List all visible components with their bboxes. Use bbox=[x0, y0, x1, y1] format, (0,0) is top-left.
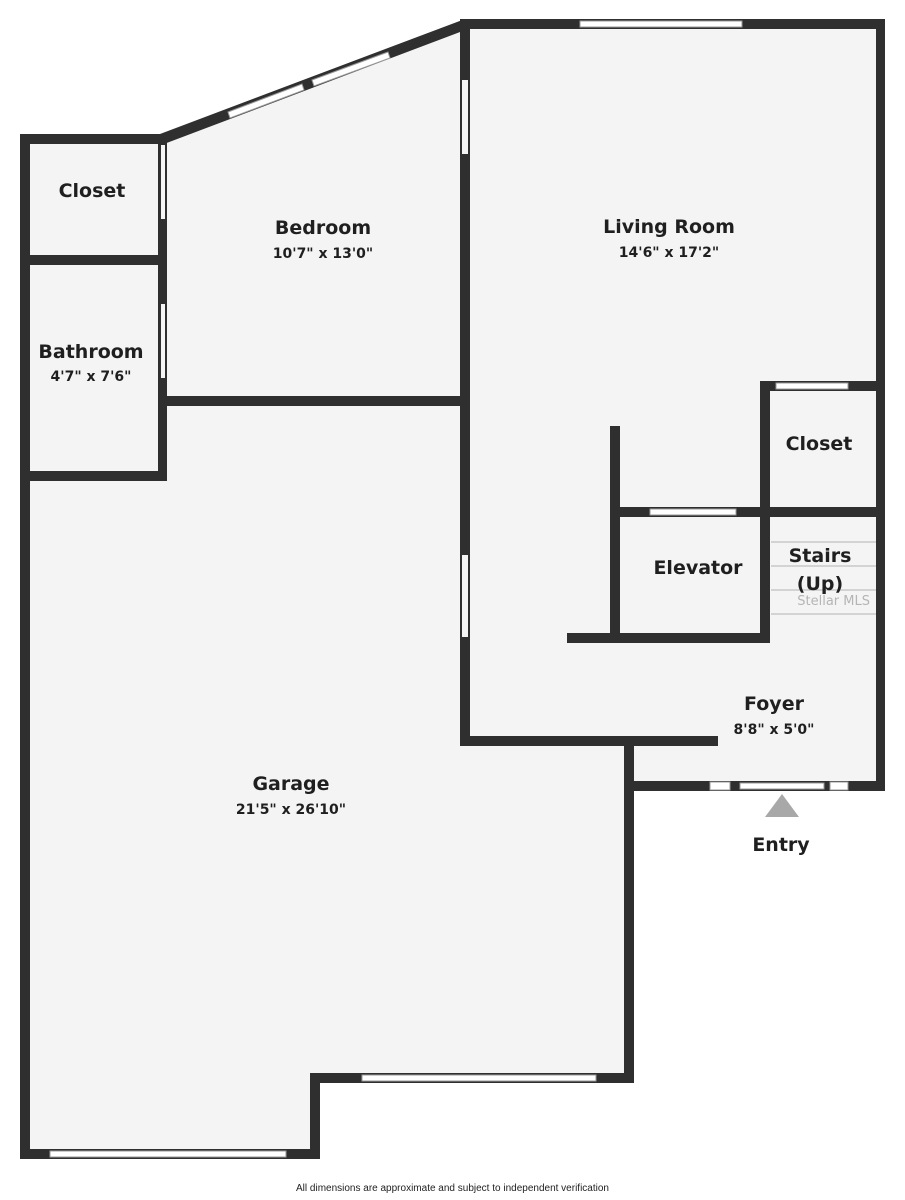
floor-fills bbox=[22, 25, 880, 1152]
bedroom-label: Bedroom bbox=[275, 217, 371, 239]
window-bedroom-2 bbox=[311, 51, 391, 87]
opening-living-lower bbox=[462, 555, 468, 637]
living-room-label: Living Room bbox=[603, 216, 735, 238]
bathroom-dimensions: 4'7" x 7'6" bbox=[51, 369, 132, 385]
windows bbox=[49, 20, 849, 1158]
watermark: Stellar MLS bbox=[797, 594, 870, 609]
garage-dimensions: 21'5" x 26'10" bbox=[236, 802, 346, 818]
entry-sidelight-right bbox=[829, 781, 849, 791]
entry-arrow-icon bbox=[765, 794, 799, 817]
entry-door bbox=[739, 782, 825, 790]
garage-label: Garage bbox=[252, 773, 329, 795]
window-bedroom-1 bbox=[227, 83, 305, 119]
window-garage-bottom-left bbox=[49, 1150, 287, 1158]
foyer-label: Foyer bbox=[744, 693, 805, 715]
foyer-dimensions: 8'8" x 5'0" bbox=[734, 722, 815, 738]
stairs-treads bbox=[771, 541, 876, 615]
closet-top-label: Closet bbox=[59, 180, 126, 202]
closet-right-label: Closet bbox=[786, 433, 853, 455]
window-garage-bottom bbox=[361, 1074, 597, 1082]
stairs-label: Stairs bbox=[789, 545, 852, 567]
disclaimer: All dimensions are approximate and subje… bbox=[296, 1183, 609, 1194]
floor-left-wing bbox=[22, 25, 630, 1152]
stairs-direction-label: (Up) bbox=[797, 573, 843, 595]
bathroom-label: Bathroom bbox=[38, 341, 143, 363]
floor-living bbox=[465, 25, 880, 786]
window-closet-right bbox=[775, 382, 849, 390]
window-elevator bbox=[649, 508, 737, 516]
elevator-label: Elevator bbox=[653, 557, 743, 579]
entry-label: Entry bbox=[752, 834, 810, 856]
entry-sidelight-left bbox=[709, 781, 731, 791]
window-living-top bbox=[579, 20, 743, 28]
living-room-dimensions: 14'6" x 17'2" bbox=[619, 245, 719, 261]
opening-bath bbox=[161, 304, 165, 378]
bedroom-dimensions: 10'7" x 13'0" bbox=[273, 246, 373, 262]
opening-closet bbox=[161, 145, 165, 219]
opening-living-upper bbox=[462, 80, 468, 154]
